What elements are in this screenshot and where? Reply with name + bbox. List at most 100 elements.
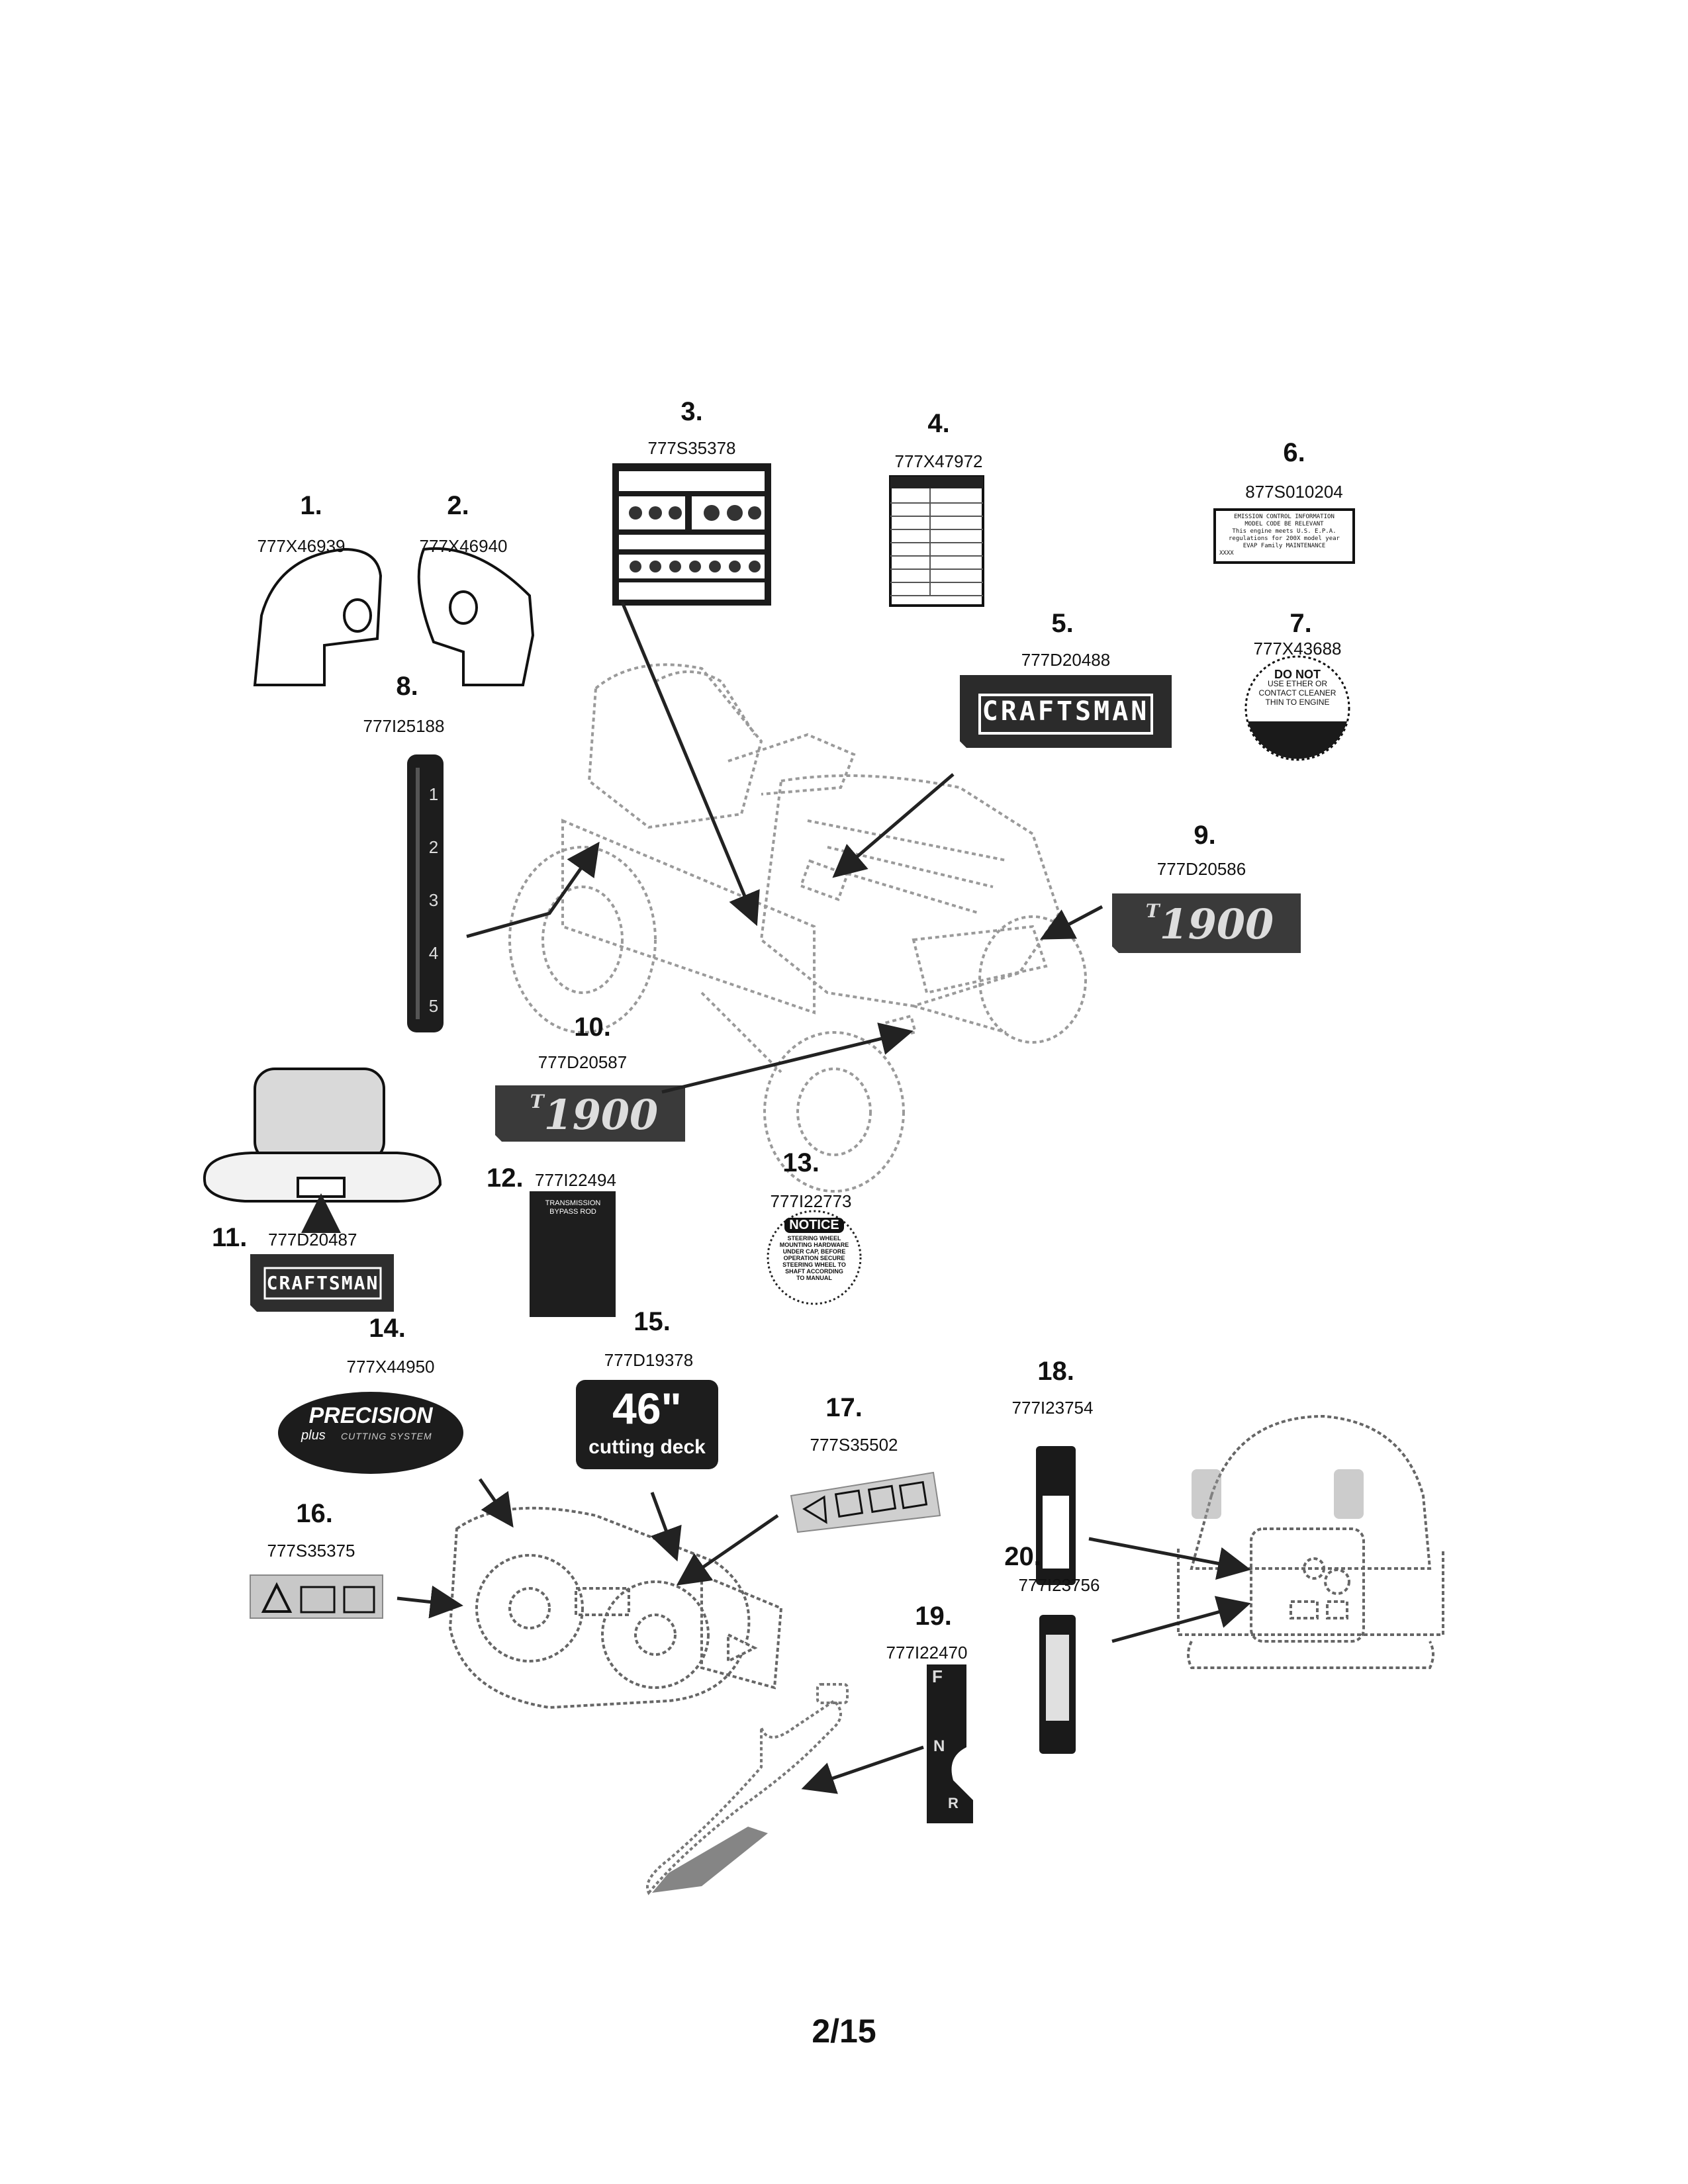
decal-5-craftsman <box>960 675 1172 748</box>
part-number: 777X43688 <box>1253 639 1342 659</box>
item-number: 11. <box>212 1223 248 1252</box>
item-number: 20. <box>1004 1542 1041 1571</box>
item-number: 5. <box>1051 609 1074 638</box>
decal-16-warning-strip <box>250 1574 383 1619</box>
part-number: 777I22773 <box>770 1191 852 1211</box>
decal-13-notice-title: NOTICE <box>784 1218 844 1233</box>
part-number: 777D19378 <box>604 1350 694 1370</box>
notice-line: TO MANUAL <box>796 1275 832 1281</box>
part-number: 777S35375 <box>267 1541 355 1561</box>
decal-3-warning-label <box>612 463 771 606</box>
emission-line: This engine meets U.S. E.P.A. <box>1232 528 1336 535</box>
decal-8-height-strip <box>407 754 444 1032</box>
height-mark: 2 <box>428 837 439 857</box>
part-number: 777D20587 <box>538 1052 628 1072</box>
notice-line: UNDER CAP, BEFORE <box>782 1248 846 1255</box>
part-number: 877S010204 <box>1245 482 1343 502</box>
part-number: 777S35378 <box>647 438 736 458</box>
decal-14-precision-oval <box>278 1392 463 1474</box>
height-mark: 5 <box>428 996 439 1016</box>
seat-illustration <box>203 1068 442 1203</box>
notice-line: STEERING WHEEL <box>787 1235 841 1242</box>
decal-7-round-warning <box>1244 655 1350 761</box>
decal-9-model-badge <box>1112 893 1301 953</box>
do-not-line: USE ETHER OR <box>1267 679 1327 688</box>
decal-14-system-text: CUTTING SYSTEM <box>341 1431 432 1441</box>
tractor-illustration <box>508 663 1087 1193</box>
item-number: 19. <box>915 1602 952 1631</box>
mower-deck-illustration <box>448 1506 783 1709</box>
decal-15-deck-size-text: 46" <box>612 1384 682 1433</box>
part-number: 777I25188 <box>363 716 445 736</box>
decal-14-precision-text: PRECISION <box>308 1403 433 1428</box>
decal-10-model-prefix: T <box>530 1091 544 1113</box>
fender-footrest <box>652 1827 768 1893</box>
item-number: 18. <box>1037 1357 1074 1386</box>
height-mark: 1 <box>428 784 439 804</box>
height-mark: 3 <box>428 890 439 910</box>
item-number: 6. <box>1283 438 1305 467</box>
emission-line: EVAP Family MAINTENANCE <box>1243 543 1326 549</box>
decal-12-title: TRANSMISSION BYPASS ROD <box>545 1199 601 1216</box>
decal-4-spec-table <box>889 475 984 607</box>
decal-20-control-strip <box>1039 1615 1076 1754</box>
item-number: 3. <box>680 397 703 426</box>
notice-line: OPERATION SECURE <box>783 1255 845 1261</box>
decal-11-craftsman <box>250 1254 394 1312</box>
decal-10-model-badge <box>495 1085 685 1142</box>
part-number: 777I22470 <box>886 1643 968 1662</box>
item-number: 10. <box>574 1013 611 1042</box>
decal-12-transmission-bypass <box>530 1191 616 1317</box>
emission-line: EMISSION CONTROL INFORMATION <box>1234 514 1335 520</box>
item-number: 13. <box>782 1148 820 1177</box>
decal-6-emission-text: EMISSION CONTROL INFORMATION MODEL CODE … <box>1219 514 1349 557</box>
emission-line: regulations for 200X model year <box>1229 535 1340 542</box>
notice-line: SHAFT ACCORDING <box>785 1268 843 1275</box>
part-number: 777S35502 <box>810 1435 898 1455</box>
item-number: 14. <box>369 1314 406 1343</box>
item-number: 17. <box>825 1393 863 1422</box>
part-number: 777I23756 <box>1018 1575 1100 1595</box>
page-number: 2/15 <box>812 2013 876 2050</box>
decal-15-deck-text: cutting deck <box>588 1436 706 1458</box>
decal-9-model-number: 1900 <box>1159 900 1274 948</box>
decal-15-deck-size <box>576 1380 718 1469</box>
item-number: 15. <box>633 1307 671 1336</box>
item-number: 16. <box>296 1499 333 1528</box>
decal-6-emission-label <box>1213 508 1355 564</box>
decal-8-height-marks: 1 2 3 4 5 <box>424 784 444 1036</box>
decal-17-warning-strip <box>790 1471 941 1533</box>
decal-18-control-strip <box>1036 1446 1076 1585</box>
decal-11-brand-text: CRAFTSMAN <box>266 1272 379 1294</box>
item-number: 8. <box>396 672 418 701</box>
part-number: 777X47972 <box>894 451 983 471</box>
decal-5-brand-text: CRAFTSMAN <box>982 696 1150 727</box>
leader-lines <box>397 602 1251 1794</box>
part-number: 777X46940 <box>419 536 508 556</box>
rear-fender-light-right <box>1334 1469 1364 1519</box>
decal-14-plus-text: plus <box>301 1428 326 1443</box>
do-not-line: THIN TO ENGINE <box>1265 698 1330 707</box>
part-number: 777D20586 <box>1156 859 1246 879</box>
item-number: 1. <box>300 491 322 520</box>
item-number: 4. <box>927 409 950 438</box>
tractor-rear-illustration <box>1177 1414 1444 1669</box>
part-number: 777I22494 <box>535 1170 616 1190</box>
decal-13-notice-label <box>767 1210 862 1305</box>
decal-13-notice-body: STEERING WHEEL MOUNTING HARDWARE UNDER C… <box>774 1235 854 1281</box>
decal-10-model-text: T1900 <box>510 1091 679 1139</box>
decal-7-text: DO NOT USE ETHER OR CONTACT CLEANER THIN… <box>1258 668 1337 707</box>
decal-1-side-panel-left <box>253 547 383 686</box>
decal-19-shift-pattern <box>927 1664 973 1823</box>
decal-19-mark-r: R <box>948 1795 959 1811</box>
emission-line: XXXX <box>1219 550 1234 557</box>
item-number: 12. <box>487 1163 524 1193</box>
height-mark: 4 <box>428 943 439 963</box>
notice-line: MOUNTING HARDWARE <box>779 1242 849 1248</box>
decal-19-mark-f: F <box>932 1666 943 1686</box>
decal-19-mark-n: N <box>933 1737 945 1755</box>
part-number: 777X44950 <box>346 1357 435 1377</box>
part-number: 777X46939 <box>257 536 346 556</box>
part-number: 777I23754 <box>1011 1398 1094 1418</box>
rear-fender-light-left <box>1192 1469 1221 1519</box>
